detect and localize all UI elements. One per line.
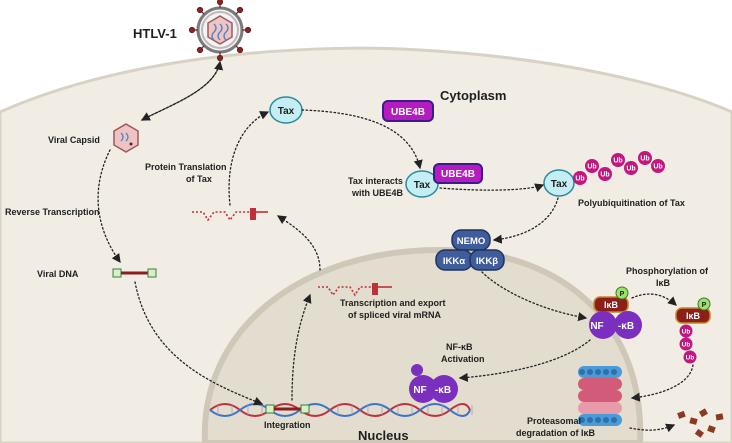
viral-dna-icon [112,268,157,278]
tax-interacts-label-1: Tax interacts [348,176,403,186]
ikka-label: IKKα [443,256,465,267]
ube4b-protein-top: UBE4B [382,100,434,122]
arrow-ikk-to-nfkb [481,271,588,322]
ub-7: Ub [653,164,662,171]
arrow-proteasome-to-peptides [629,423,676,433]
ube4b-label-complex: UBE4B [441,169,475,180]
virus-label: HTLV-1 [133,26,177,41]
ikkb-label: IKKβ [476,256,498,267]
integration-label: Integration [264,420,311,430]
ub-2: Ub [587,164,596,171]
protein-translation-label-1: Protein Translation [145,162,227,172]
proteasomal-label-2: degradation of IκB [516,428,596,438]
transcription-label-1: Transcription and export [340,298,446,308]
protein-translation-label-2: of Tax [186,174,212,184]
pathway-arrows [97,60,694,433]
arrow-capsid-to-virus [141,60,224,121]
nemo-label: NEMO [457,236,486,247]
viral-capsid-icon [113,123,139,153]
ub-4: Ub [613,158,622,165]
spliced-mrna-cytoplasm-icon [192,208,268,222]
ikb-ub-1: Ub [682,329,691,336]
ubiquitin-chain: Ub Ub Ub Ub Ub Ub Ub [573,151,665,185]
viral-capsid-label: Viral Capsid [48,135,100,145]
ikb-ub-2: Ub [682,342,691,349]
nfkb-activation-label-2: Activation [441,354,485,364]
proteasome-icon [578,366,622,426]
phosphorylation-label-2: IκB [656,278,671,288]
tax-ube4b-complex: Tax UBE4B [405,163,483,198]
nfkb-activation-label-1: NF-κB [446,342,473,352]
arrow-mrna-export [276,215,321,271]
tax-label-complex: Tax [414,180,431,191]
tax-label-top: Tax [278,106,295,117]
nucleus-label: Nucleus [358,428,409,443]
tax-label-ub: Tax [551,179,568,190]
kb-label-cytoplasm: -κB [618,321,634,332]
arrow-ikb-release [631,293,677,306]
arrow-ub-to-ikk [492,197,559,244]
phospho-label-free: P [702,302,707,309]
arrow-complex-to-ub [439,183,545,193]
spliced-mrna-nucleus-icon [318,283,392,297]
arrow-nfkb-to-nucleus [458,339,591,382]
ub-3: Ub [600,172,609,179]
arrow-tax-to-complex [301,109,423,170]
phospho-label-complex: P [620,291,625,298]
proteasomal-label-1: Proteasomal [527,416,581,426]
nf-label-cytoplasm: NF [590,321,603,332]
degraded-peptides-icon [677,408,724,438]
ub-5: Ub [626,166,635,173]
ikk-complex: NEMO IKKα IKKβ [435,229,505,271]
ikb-ub-3: Ub [686,355,695,362]
ikb-nfkb-complex: IκB P NF -κB [589,286,642,339]
arrow-capsid-to-dna [97,149,121,264]
tax-interacts-label-2: with UBE4B [351,188,404,198]
ube4b-label-top: UBE4B [391,107,425,118]
reverse-transcription-label: Reverse Transcription [5,207,100,217]
htlv1-virion-icon [188,0,252,62]
phosphorylation-label-1: Phosphorylation of [626,266,709,276]
viral-dna-label: Viral DNA [37,269,79,279]
nucleus [201,246,644,443]
tax-protein-top: Tax [269,96,303,124]
nf-label-nucleus: NF [413,385,426,396]
polyubiquitination-label: Polyubiquitination of Tax [578,198,685,208]
ub-6: Ub [640,156,649,163]
transcription-label-2: of spliced viral mRNA [348,310,442,320]
tax-polyubiquitinated: Tax Ub Ub Ub Ub Ub Ub Ub [543,151,665,197]
arrow-integration-to-mrna [291,293,312,401]
arrow-ikb-to-proteasome [630,364,694,402]
arrow-dna-to-integration [134,281,264,406]
nfkb-nuclear: NF -κB [409,364,458,403]
phosphorylated-ikb: IκB P Ub Ub Ub [675,297,711,364]
kb-label-nucleus: -κB [435,385,451,396]
cytoplasm-label: Cytoplasm [440,88,506,103]
arrow-translation-to-tax [228,111,270,206]
ikb-label-free: IκB [686,311,701,321]
ub-1: Ub [575,176,584,183]
ikb-label-complex: IκB [604,300,619,310]
